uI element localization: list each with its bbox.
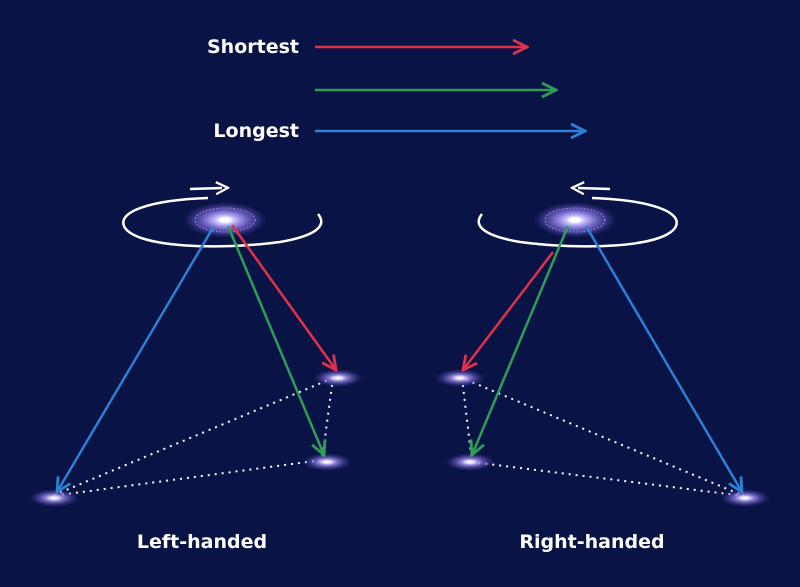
left-ray-longest: [57, 225, 216, 492]
right-ray-longest: [584, 225, 742, 492]
right-galaxy-far-icon: [720, 489, 770, 507]
left-central-galaxy-icon: [183, 202, 267, 238]
right-rotation-arrow-icon: [578, 188, 611, 189]
right-orbit: [477, 196, 678, 248]
left-galaxy-middle-icon: [302, 453, 352, 471]
left-ray-shortest: [230, 224, 336, 370]
legend-longest-label: Longest: [213, 120, 299, 142]
right-galaxy-near-icon: [435, 369, 485, 387]
left-galaxy-far-icon: [29, 489, 79, 507]
right-galaxy-middle-icon: [445, 453, 495, 471]
left-handed-caption: Left-handed: [137, 531, 267, 553]
left-central-galaxy-ring: [194, 207, 256, 233]
left-rotation-arrow-icon: [189, 188, 222, 189]
right-central-galaxy-ring: [544, 207, 606, 233]
right-ray-shortest: [463, 251, 554, 370]
legend: Shortest Longest: [207, 36, 585, 142]
right-handed-caption: Right-handed: [519, 531, 664, 553]
right-handed-panel: Right-handed: [435, 188, 770, 553]
left-galaxy-near-icon: [313, 369, 363, 387]
left-ray-middle: [226, 225, 324, 455]
legend-shortest-label: Shortest: [207, 36, 299, 58]
right-central-galaxy-icon: [533, 202, 617, 238]
left-handed-panel: Left-handed: [29, 188, 363, 553]
right-ray-middle: [472, 225, 570, 455]
left-orbit: [122, 196, 323, 248]
left-dotted-triangle: [51, 377, 334, 497]
right-dotted-triangle: [461, 377, 745, 497]
